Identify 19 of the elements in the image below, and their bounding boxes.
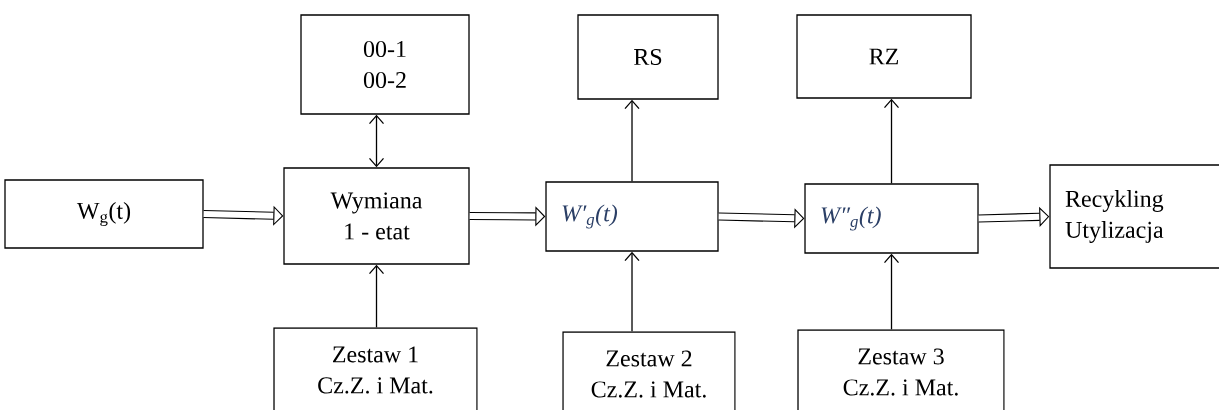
output-box: RS bbox=[577, 14, 719, 100]
arrow bbox=[203, 205, 284, 226]
process-box: Wymiana 1 - etat bbox=[283, 167, 470, 265]
arrow bbox=[368, 114, 385, 168]
arrow bbox=[624, 99, 640, 182]
arrow bbox=[978, 206, 1050, 227]
arrow bbox=[624, 251, 640, 332]
supply-box: Zestaw 2 Cz.Z. i Mat. bbox=[562, 331, 736, 410]
output-box: RZ bbox=[796, 14, 972, 99]
arrow bbox=[883, 253, 900, 330]
arrow bbox=[368, 264, 385, 328]
state-box: W″$_{g}$(t) bbox=[804, 183, 979, 254]
state-box: W′$_{g}$(t) bbox=[545, 181, 719, 252]
supply-box: Zestaw 3 Cz.Z. i Mat. bbox=[797, 329, 1005, 410]
supply-box: Zestaw 1 Cz.Z. i Mat. bbox=[273, 327, 478, 410]
input-box: W$_{g}$(t) bbox=[4, 179, 204, 249]
process-box: 00-1 00-2 bbox=[300, 14, 470, 115]
output-box: Recykling Utylizacja bbox=[1049, 164, 1219, 269]
arrow bbox=[883, 98, 900, 184]
